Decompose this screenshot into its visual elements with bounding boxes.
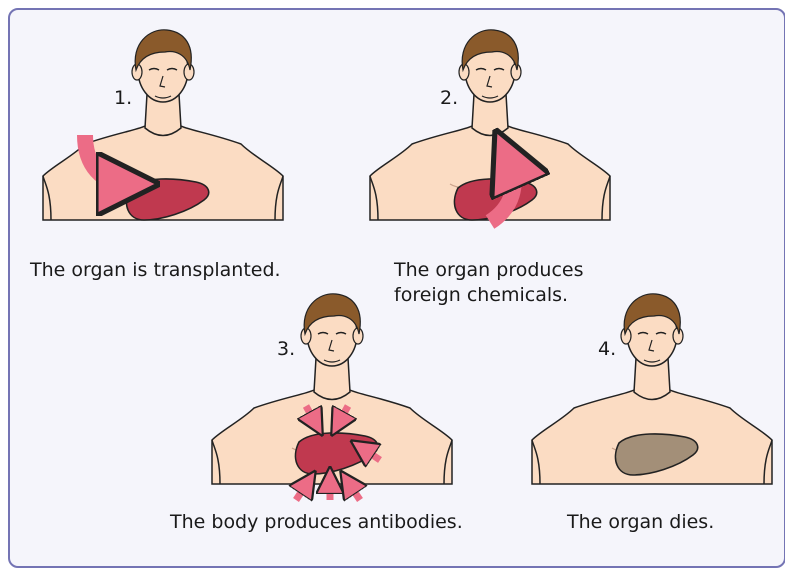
step-3-caption: The body produces antibodies. [170, 510, 463, 535]
step-2-caption: The organ produces foreign chemicals. [394, 258, 583, 308]
step-2-number: 2. [440, 87, 458, 109]
step-1-number: 1. [114, 87, 132, 109]
step-4-number: 4. [598, 338, 616, 360]
step-1-caption: The organ is transplanted. [30, 258, 281, 283]
step-3-number: 3. [277, 338, 295, 360]
step-4-caption: The organ dies. [567, 510, 714, 535]
